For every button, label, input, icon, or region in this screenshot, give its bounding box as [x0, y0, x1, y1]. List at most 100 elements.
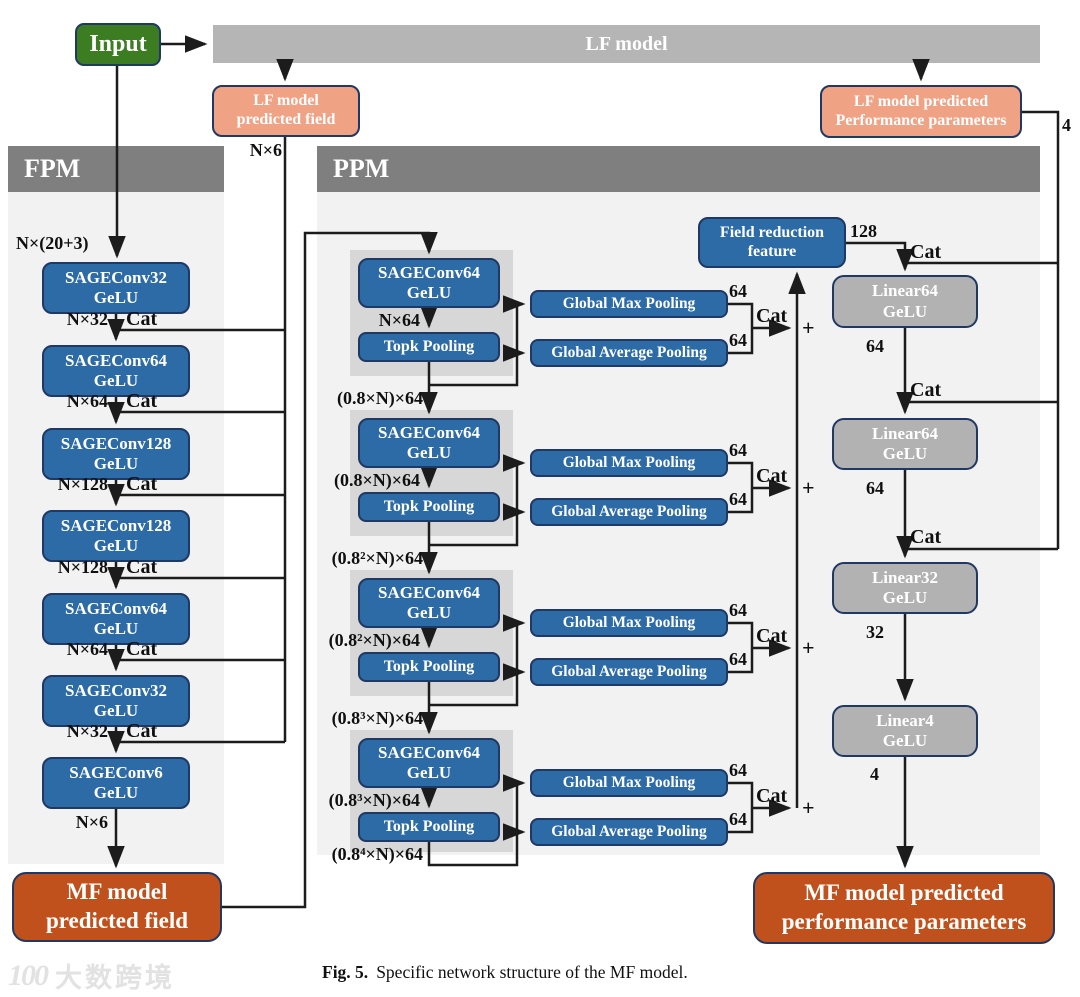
ppm-out-dim-3: (0.8³×N)×64 — [331, 708, 423, 728]
watermark-logo: 100 — [8, 958, 49, 992]
ppm-mid-dim-4: (0.8³×N)×64 — [328, 790, 420, 810]
ppm-mid-dim-3: (0.8²×N)×64 — [328, 630, 420, 650]
fpm-dim-4: N×128 — [57, 557, 108, 577]
linear-out-dim-2: 64 — [866, 478, 884, 498]
topk-label: Topk Pooling — [383, 337, 475, 355]
fpm-block-7: SAGEConv6 GeLU — [42, 757, 190, 809]
mf-field-line1: MF model — [66, 879, 168, 905]
lf-model-bar: LF model — [213, 25, 1040, 63]
global-max-pooling-3: Global Max Pooling — [530, 609, 728, 637]
input-label: Input — [89, 31, 147, 58]
fpm-cat-1: Cat — [126, 308, 158, 330]
pool-cat: Cat — [756, 625, 788, 647]
linear-block-1: Linear64 GeLU — [832, 275, 978, 328]
linear-cat-2: Cat — [910, 379, 942, 401]
fpm-cat-6: Cat — [126, 720, 158, 742]
field-reduction-line1: Field reduction — [719, 223, 825, 241]
block-activation: GeLU — [406, 763, 452, 782]
ppm-topk-3: Topk Pooling — [358, 652, 500, 682]
ppm-out-dim-2: (0.8²×N)×64 — [331, 548, 423, 568]
pool-label: Global Max Pooling — [562, 773, 696, 791]
block-name: Linear4 — [876, 710, 934, 730]
pool-dim: 64 — [729, 489, 747, 509]
wires-group — [107, 35, 1060, 909]
topk-label: Topk Pooling — [383, 497, 475, 515]
pool-dim: 64 — [729, 649, 747, 669]
pool-cat: Cat — [756, 465, 788, 487]
watermark-text: 大数跨境 — [55, 963, 175, 994]
block-activation: GeLU — [882, 731, 928, 750]
global-max-pooling-4: Global Max Pooling — [530, 769, 728, 797]
block-activation: GeLU — [93, 288, 139, 307]
linear-out-dim-1: 64 — [866, 336, 884, 356]
block-activation: GeLU — [93, 783, 139, 802]
linear-cat-1: Cat — [910, 241, 942, 263]
mf-params-line2: performance parameters — [781, 909, 1027, 934]
ppm-mid-dim-1: N×64 — [378, 310, 420, 330]
pool-label: Global Average Pooling — [551, 662, 707, 680]
block-activation: GeLU — [406, 443, 452, 462]
block-activation: GeLU — [93, 536, 139, 555]
global-avg-pooling-2: Global Average Pooling — [530, 498, 728, 526]
plus-sign: + — [802, 795, 815, 820]
lf-field-dim-label: N×6 — [249, 140, 282, 160]
mf-predicted-field-node: MF model predicted field — [12, 872, 222, 942]
global-avg-pooling-4: Global Average Pooling — [530, 818, 728, 846]
pool-label: Global Average Pooling — [551, 343, 707, 361]
block-name: SAGEConv64 — [64, 350, 168, 370]
pool-cat: Cat — [756, 785, 788, 807]
lf-predicted-params-node: LF model predicted Performance parameter… — [820, 85, 1022, 138]
mf-field-line2: predicted field — [45, 908, 189, 933]
block-name: SAGEConv64 — [377, 582, 481, 602]
block-activation: GeLU — [406, 283, 452, 302]
lf-params-line2: Performance parameters — [835, 111, 1007, 129]
field-reduction-line2: feature — [747, 242, 797, 260]
global-avg-pooling-3: Global Average Pooling — [530, 658, 728, 686]
block-activation: GeLU — [882, 444, 928, 463]
fpm-block-4: SAGEConv128 GeLU — [42, 510, 190, 562]
ppm-topk-4: Topk Pooling — [358, 812, 500, 842]
topk-label: Topk Pooling — [383, 817, 475, 835]
pool-dim: 64 — [729, 760, 747, 780]
ppm-conv-3: SAGEConv64 GeLU — [358, 578, 500, 628]
pool-label: Global Max Pooling — [562, 453, 696, 471]
ppm-conv-2: SAGEConv64 GeLU — [358, 418, 500, 468]
block-name: SAGEConv32 — [64, 267, 168, 287]
fpm-cat-4: Cat — [126, 556, 158, 578]
pool-dim: 64 — [729, 600, 747, 620]
block-activation: GeLU — [93, 619, 139, 638]
ppm-header-label: PPM — [333, 154, 390, 183]
ppm-conv-1: SAGEConv64 GeLU — [358, 258, 500, 308]
block-name: Linear32 — [871, 567, 939, 587]
fpm-dim-7: N×6 — [75, 812, 108, 832]
input-node: Input — [75, 23, 161, 66]
block-name: SAGEConv32 — [64, 680, 168, 700]
fpm-cat-5: Cat — [126, 638, 158, 660]
pool-label: Global Average Pooling — [551, 502, 707, 520]
caption-label: Fig. 5. — [322, 962, 369, 982]
linear-block-4: Linear4 GeLU — [832, 705, 978, 757]
fpm-dim-3: N×128 — [57, 474, 108, 494]
block-activation: GeLU — [882, 588, 928, 607]
pool-dim: 64 — [729, 440, 747, 460]
fpm-dim-2: N×64 — [66, 391, 108, 411]
fpm-cat-2: Cat — [126, 390, 158, 412]
ppm-out-dim-1: (0.8×N)×64 — [336, 388, 423, 408]
pool-label: Global Max Pooling — [562, 294, 696, 312]
block-name: SAGEConv64 — [377, 742, 481, 762]
global-max-pooling-2: Global Max Pooling — [530, 449, 728, 477]
block-name: Linear64 — [871, 423, 939, 443]
lf-field-line2: predicted field — [236, 111, 336, 128]
fpm-block-5: SAGEConv64 GeLU — [42, 593, 190, 645]
figure-caption: Fig. 5.Specific network structure of the… — [322, 962, 688, 983]
topk-label: Topk Pooling — [383, 657, 475, 675]
fpm-block-1: SAGEConv32 GeLU — [42, 262, 190, 314]
fpm-block-6: SAGEConv32 GeLU — [42, 675, 190, 727]
lf-params-dim-label: 4 — [1062, 115, 1071, 135]
ppm-mid-dim-2: (0.8×N)×64 — [333, 470, 420, 490]
block-name: SAGEConv128 — [60, 515, 172, 535]
plus-sign: + — [802, 635, 815, 660]
pool-label: Global Average Pooling — [551, 822, 707, 840]
fpm-dim-5: N×64 — [66, 639, 108, 659]
